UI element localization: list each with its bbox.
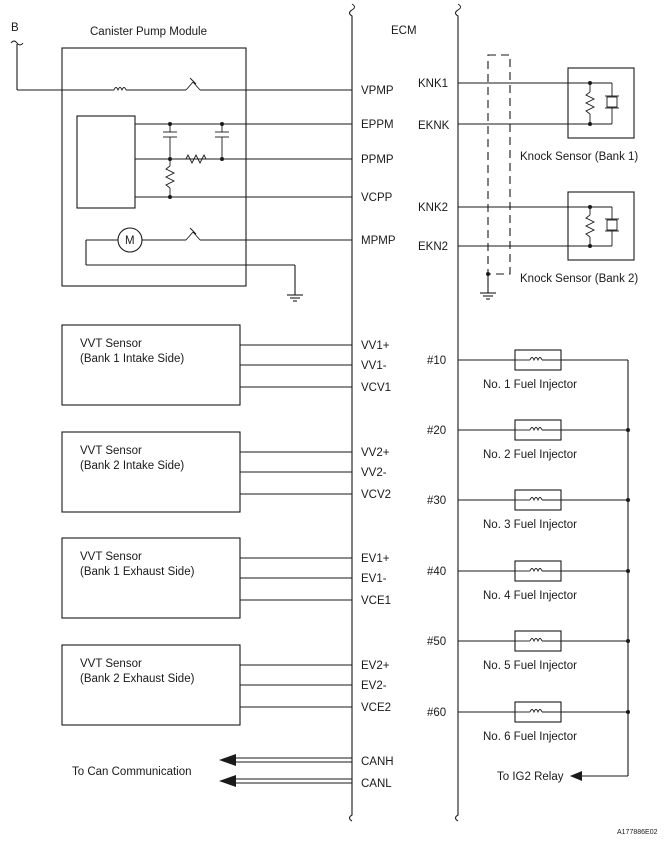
pin-vce2: VCE2 xyxy=(361,702,391,714)
pin-knk2: KNK2 xyxy=(418,202,448,214)
pull-resistor xyxy=(164,165,176,189)
vvt-sensor-box xyxy=(61,644,241,726)
pin-canh: CANH xyxy=(361,756,394,768)
vpmp-coil xyxy=(113,87,127,92)
injector-name: No. 1 Fuel Injector xyxy=(483,379,577,391)
injector-pin: #40 xyxy=(427,566,446,578)
figure-code: A177886E02 xyxy=(617,829,658,836)
vvt-sensor-position: (Bank 2 Exhaust Side) xyxy=(80,673,195,685)
pin-eppm: EPPM xyxy=(361,119,394,131)
injector-name: No. 2 Fuel Injector xyxy=(483,449,577,461)
knock-ground-symbol xyxy=(480,292,496,300)
vvt-sensor-title: VVT Sensor xyxy=(80,445,142,457)
knock-sensors: KNK1 EKNK Knock Sensor (Bank 1) KNK2 EKN… xyxy=(418,54,638,300)
can-label: To Can Communication xyxy=(72,766,192,778)
injector-coil-icon xyxy=(529,497,543,502)
injector-coil-icon xyxy=(529,638,543,643)
injector-pin: #20 xyxy=(427,425,446,437)
knock-sensor-bank1-box xyxy=(567,67,635,139)
vvt-sensor-3: VVT Sensor (Bank 1 Exhaust Side) EV1+ EV1- V… xyxy=(61,537,391,619)
canh-arrow-icon xyxy=(219,754,236,766)
pin-ppmp: PPMP xyxy=(361,154,394,166)
injector-coil-icon xyxy=(529,709,543,714)
pin-ev1p: EV1+ xyxy=(361,553,390,565)
injector-coil-icon xyxy=(529,568,543,573)
ecm-label: ECM xyxy=(391,25,417,37)
canister-title: Canister Pump Module xyxy=(90,26,207,38)
vvt-sensor-title: VVT Sensor xyxy=(80,658,142,670)
pressure-sensor-ic xyxy=(76,115,136,209)
pin-vv2p: VV2+ xyxy=(361,447,390,459)
injector-pin: #30 xyxy=(427,495,446,507)
vvt-sensor-position: (Bank 1 Intake Side) xyxy=(80,353,184,365)
vvt-sensor-box xyxy=(61,431,241,513)
vvt-sensor-title: VVT Sensor xyxy=(80,338,142,350)
pin-ev2p: EV2+ xyxy=(361,660,390,672)
pin-vv1p: VV1+ xyxy=(361,340,390,352)
mpmp-relay-contact xyxy=(185,227,201,241)
knock-shield xyxy=(487,54,511,275)
ecm-block: ECM xyxy=(348,3,461,822)
injector-name: No. 3 Fuel Injector xyxy=(483,519,577,531)
pin-knk1: KNK1 xyxy=(418,78,448,90)
vvt-sensor-2: VVT Sensor (Bank 2 Intake Side) VV2+ VV2- VC… xyxy=(61,431,391,513)
pin-ev1m: EV1- xyxy=(361,573,387,585)
can-communication: CANH CANL To Can Communication xyxy=(72,754,394,790)
motor-label: M xyxy=(125,235,135,247)
pin-canl: CANL xyxy=(361,778,392,790)
knock-sensor-bank2-name: Knock Sensor (Bank 2) xyxy=(520,273,638,285)
pin-vcv2: VCV2 xyxy=(361,489,391,501)
vvt-sensor-4: VVT Sensor (Bank 2 Exhaust Side) EV2+ EV2- V… xyxy=(61,644,391,726)
knock-sensor-bank1-name: Knock Sensor (Bank 1) xyxy=(520,151,638,163)
pin-vcv1: VCV1 xyxy=(361,382,391,394)
vvt-sensor-title: VVT Sensor xyxy=(80,551,142,563)
injector-name: No. 4 Fuel Injector xyxy=(483,590,577,602)
ig2-relay: To IG2 Relay xyxy=(497,771,628,783)
injector-pin: #60 xyxy=(427,707,446,719)
pin-vv1m: VV1- xyxy=(361,360,387,372)
pin-mpmp: MPMP xyxy=(361,235,396,247)
canister-ground-symbol xyxy=(287,294,303,302)
pin-eknk: EKNK xyxy=(418,120,450,132)
pin-vcpp: VCPP xyxy=(361,192,393,204)
canister-module-box xyxy=(61,47,247,287)
pin-ev2m: EV2- xyxy=(361,680,387,692)
injector-name: No. 5 Fuel Injector xyxy=(483,660,577,672)
vvt-sensor-position: (Bank 1 Exhaust Side) xyxy=(80,566,195,578)
vpmp-relay-contact xyxy=(185,77,201,91)
knock-sensor-bank2-box xyxy=(567,191,635,261)
supply-label: B xyxy=(11,22,19,34)
vvt-sensor-box xyxy=(61,537,241,619)
vvt-sensor-box xyxy=(61,324,241,406)
ppmp-resistor xyxy=(185,153,207,165)
canister-pump-module: B Canister Pump Module xyxy=(10,22,396,302)
pin-vpmp: VPMP xyxy=(361,85,394,97)
pin-vce1: VCE1 xyxy=(361,595,391,607)
supply-break-mark xyxy=(10,40,24,46)
injector-name: No. 6 Fuel Injector xyxy=(483,731,577,743)
injector-coil-icon xyxy=(529,357,543,362)
injector-pin: #10 xyxy=(427,355,446,367)
vvt-sensors: VVT Sensor (Bank 1 Intake Side) VV1+ VV1- VC… xyxy=(61,324,391,726)
ig2-relay-label: To IG2 Relay xyxy=(497,771,564,783)
vvt-sensor-position: (Bank 2 Intake Side) xyxy=(80,460,184,472)
ig2-relay-arrow-icon xyxy=(570,771,582,781)
vvt-sensor-1: VVT Sensor (Bank 1 Intake Side) VV1+ VV1- VC… xyxy=(61,324,391,406)
canl-arrow-icon xyxy=(219,775,236,787)
pin-ekn2: EKN2 xyxy=(418,241,448,253)
injector-coil-icon xyxy=(529,427,543,432)
injector-pin: #50 xyxy=(427,636,446,648)
pin-vv2m: VV2- xyxy=(361,467,387,479)
